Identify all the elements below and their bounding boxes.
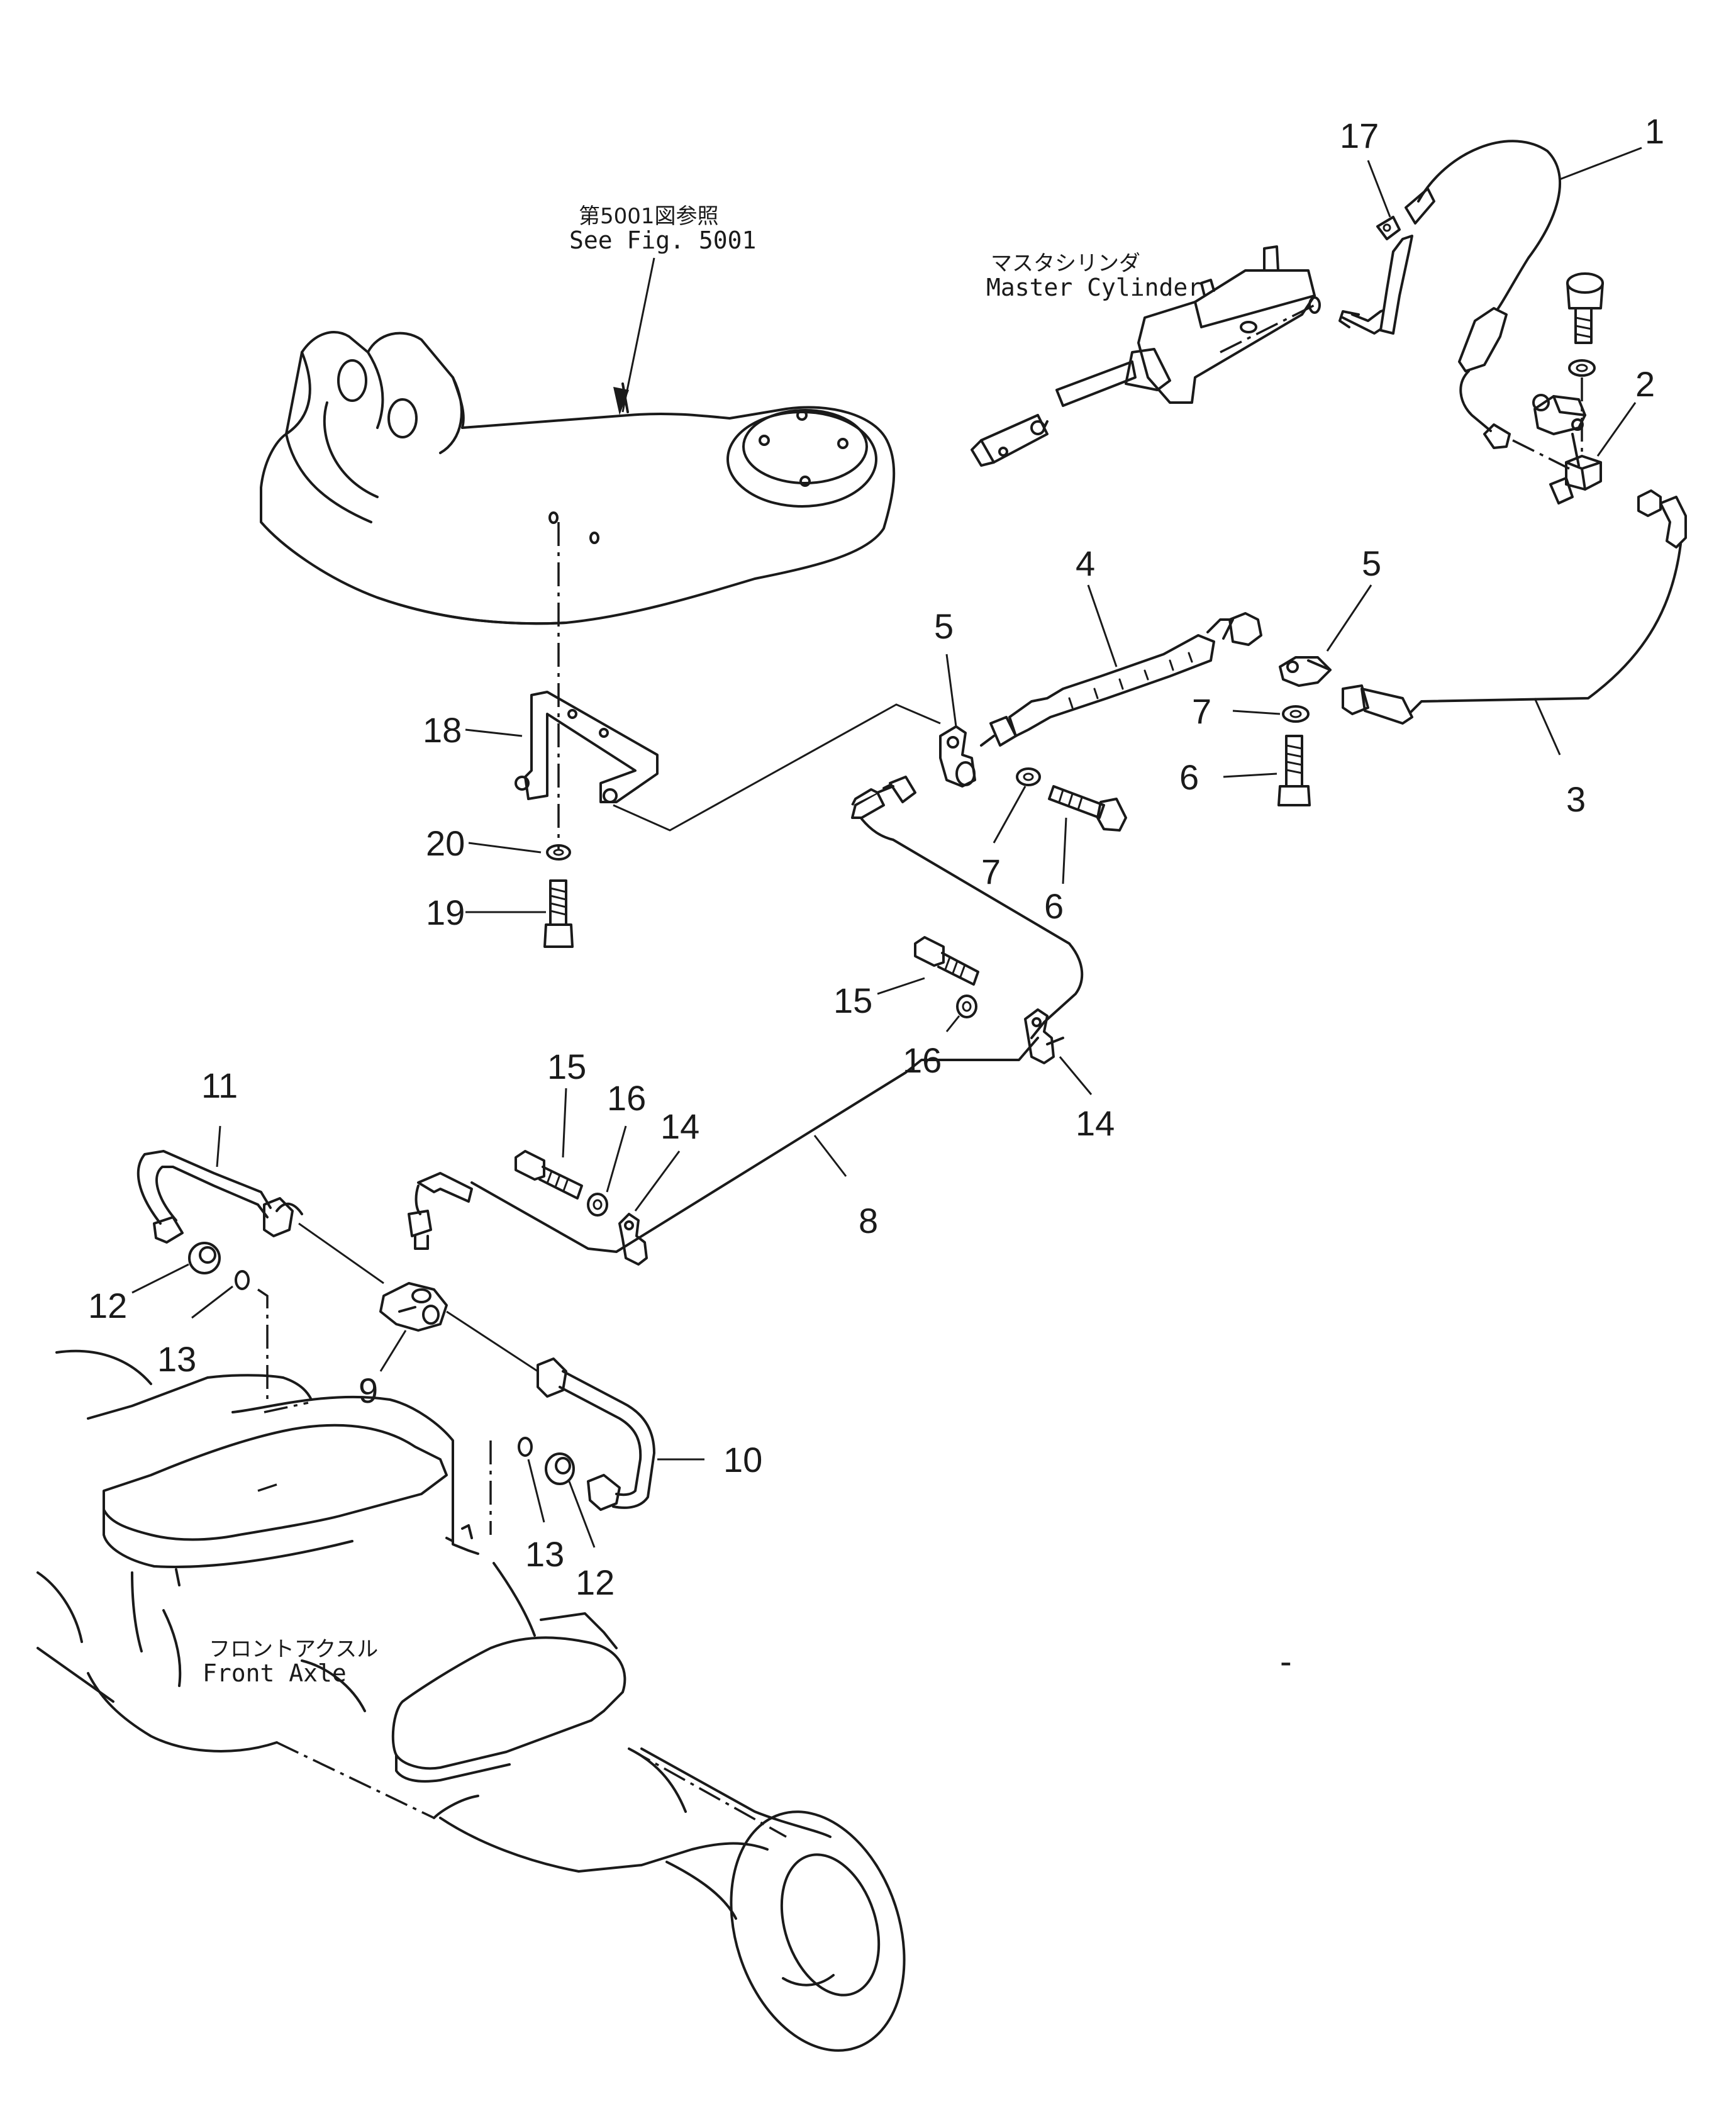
callout-13-right: 13: [525, 1534, 564, 1574]
bolt-6-right: [1277, 735, 1311, 806]
bracket-18: [515, 522, 659, 849]
callout-19: 19: [426, 893, 465, 932]
callout-14-right: 14: [1076, 1103, 1115, 1143]
bolt-15-left: [515, 1150, 583, 1200]
master-cyl-en: Master Cylinder: [986, 274, 1202, 301]
clamp-5-left: [939, 725, 976, 788]
washer-7-right: [1282, 705, 1310, 723]
pipe-11: [136, 1150, 303, 1244]
see-fig-en: See Fig. 5001: [569, 226, 756, 254]
callout-7-right: 7: [1192, 691, 1211, 731]
hose-4: [980, 612, 1262, 747]
bolt-15-right: [914, 936, 979, 986]
washer-20: [546, 844, 571, 861]
see-fig-jp: 第5001図参照: [579, 204, 719, 229]
callout-13-left: 13: [157, 1339, 196, 1379]
callout-14-left: 14: [660, 1106, 699, 1146]
callout-6-left: 6: [1044, 886, 1064, 926]
callout-16-right: 16: [903, 1040, 942, 1080]
pipe-8: [408, 776, 1084, 1253]
frame-casting: [260, 331, 896, 625]
callout-18: 18: [423, 710, 462, 750]
block-9: [379, 1282, 448, 1332]
fitting-12-right: [545, 1452, 575, 1485]
callout-16-left: 16: [607, 1078, 646, 1118]
clamp-5-right: [1279, 656, 1332, 687]
callout-17: 17: [1340, 116, 1379, 155]
callout-15-right: 15: [833, 981, 872, 1020]
callout-2: 2: [1635, 364, 1655, 404]
clamp-14-left: [618, 1213, 648, 1266]
see-fig-note: 第5001図参照 See Fig. 5001: [569, 204, 756, 415]
callout-10: 10: [723, 1440, 762, 1479]
callout-9: 9: [359, 1371, 378, 1410]
pipe-3: [1342, 489, 1687, 725]
callout-12-left: 12: [88, 1286, 127, 1325]
callout-1: 1: [1645, 111, 1664, 151]
o-ring-13-left: [235, 1270, 250, 1290]
washer-16-right: [956, 995, 977, 1018]
bolt-19: [543, 879, 574, 948]
callout-5-right: 5: [1362, 543, 1381, 583]
route-line-10: [446, 1310, 538, 1373]
callout-4: 4: [1076, 543, 1095, 583]
master-cylinder: マスタシリンダ Master Cylinder: [971, 245, 1321, 467]
callout-3: 3: [1566, 779, 1586, 819]
leaders: [131, 147, 1642, 1548]
washer-16-left: [587, 1193, 608, 1217]
route-line-9: [298, 1222, 384, 1284]
front-axle: フロントアクスル Front Axle: [36, 1349, 906, 2052]
callout-20: 20: [426, 823, 465, 863]
o-ring-13-right: [518, 1437, 533, 1457]
clamp-14-right: [1024, 1008, 1064, 1064]
front-axle-en: Front Axle: [203, 1659, 347, 1687]
fitting-12-left: [188, 1242, 221, 1274]
route-line-18-5: [613, 703, 941, 832]
master-cyl-jp: マスタシリンダ: [991, 251, 1140, 276]
callout-12-right: 12: [576, 1563, 615, 1602]
hose-1: [1338, 140, 1561, 449]
centerline-13-left: [257, 1288, 269, 1403]
callout-7-left: 7: [981, 852, 1001, 891]
bolt-6-left: [1048, 785, 1127, 832]
callout-8: 8: [859, 1201, 878, 1240]
callout-11: 11: [201, 1066, 238, 1105]
callout-5-left: 5: [934, 606, 954, 646]
callout-numbers: 17 1 2 5 4 5 7 6 3 18 20 19 7 6 15 16 14…: [88, 111, 1664, 1602]
callout-6-right: 6: [1179, 757, 1199, 797]
connector-2: [1512, 377, 1602, 504]
stray-mark: -: [1280, 1641, 1292, 1681]
front-axle-jp: フロントアクスル: [209, 1637, 378, 1662]
clamp-17: [1376, 216, 1401, 240]
washer-7-left: [1016, 767, 1041, 786]
callout-15-left: 15: [547, 1047, 586, 1086]
top-bolt: [1566, 272, 1604, 377]
valve-block: [1532, 394, 1586, 435]
pipe-10: [537, 1357, 655, 1511]
